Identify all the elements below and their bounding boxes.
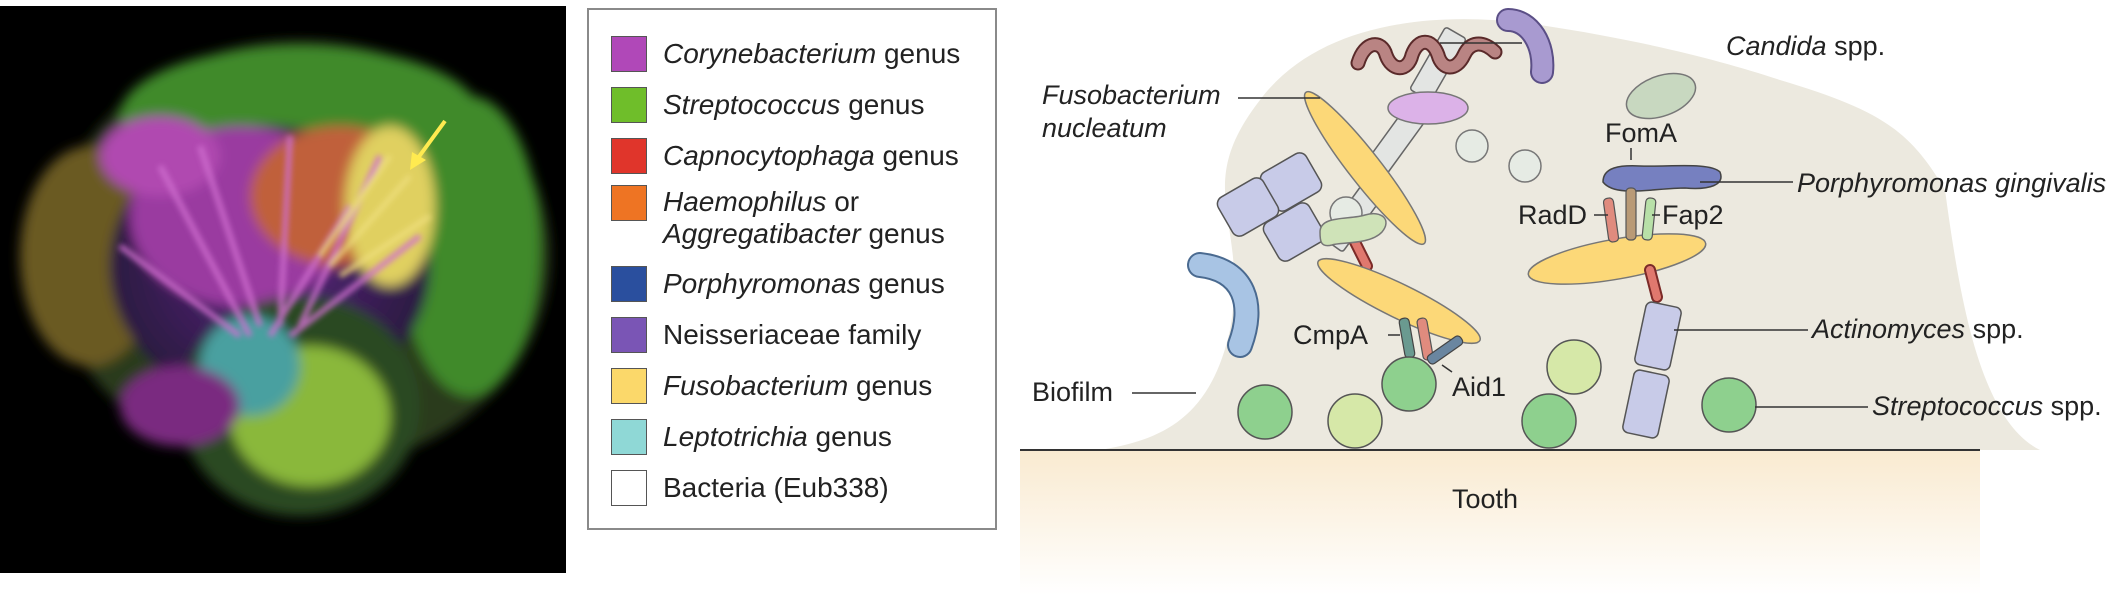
legend-item: Neisseriaceae family — [611, 313, 921, 357]
legend-swatch — [611, 185, 647, 221]
actinomyces-cell-1 — [1634, 301, 1682, 371]
label-porphyromonas: Porphyromonas gingivalis — [1797, 168, 2106, 198]
fusobacterium-cell-2 — [1317, 257, 1481, 345]
legend-label: Fusobacterium genus — [663, 370, 933, 401]
legend-swatch — [611, 419, 647, 455]
legend-swatch — [611, 87, 647, 123]
fusobacterium-cell-1 — [1303, 90, 1427, 246]
biofilm-diagram: Candida spp. Fusobacterium nucleatum Fom… — [1020, 8, 2106, 595]
label-biofilm: Biofilm — [1032, 377, 1113, 407]
legend-swatch — [611, 470, 647, 506]
porphyromonas-cell — [1602, 164, 1722, 192]
legend-swatch — [611, 317, 647, 353]
label-aid1: Aid1 — [1452, 372, 1506, 402]
label-candida: Candida spp. — [1726, 31, 1885, 61]
legend-label: Streptococcus genus — [663, 89, 925, 120]
legend-item: Porphyromonas genus — [611, 262, 945, 306]
legend-label: Neisseriaceae family — [663, 319, 922, 350]
legend-item: Bacteria (Eub338) — [611, 466, 889, 510]
legend-item: Capnocytophaga genus — [611, 134, 959, 178]
legend-label: Capnocytophaga genus — [663, 140, 959, 171]
tooth-area — [1020, 450, 1980, 595]
legend-swatch — [611, 368, 647, 404]
legend-label: Leptotrichia genus — [663, 421, 892, 452]
legend-swatch — [611, 266, 647, 302]
label-foma: FomA — [1605, 118, 1677, 148]
legend-label: Porphyromonas genus — [663, 268, 945, 299]
legend-label: Bacteria (Eub338) — [663, 472, 889, 503]
label-fusobacterium-line2: nucleatum — [1042, 113, 1167, 143]
legend-item: Corynebacterium genus — [611, 32, 960, 76]
label-streptococcus: Streptococcus spp. — [1872, 391, 2102, 421]
legend-label: Corynebacterium genus — [663, 38, 961, 69]
label-radd: RadD — [1518, 200, 1587, 230]
label-actinomyces: Actinomyces spp. — [1810, 314, 2024, 344]
legend-swatch — [611, 36, 647, 72]
legend-item: Streptococcus genus — [611, 83, 925, 127]
streptococcus-cell — [1381, 356, 1437, 412]
label-fap2: Fap2 — [1662, 200, 1724, 230]
legend-item: Leptotrichia genus — [611, 415, 892, 459]
label-tooth: Tooth — [1452, 484, 1518, 514]
legend-item: Fusobacterium genus — [611, 364, 932, 408]
fish-micrograph-image — [0, 6, 566, 573]
label-fusobacterium-line1: Fusobacterium — [1042, 80, 1221, 110]
label-cmpa: CmpA — [1293, 320, 1368, 350]
legend-swatch — [611, 138, 647, 174]
actinomyces-cell-2 — [1622, 369, 1670, 439]
